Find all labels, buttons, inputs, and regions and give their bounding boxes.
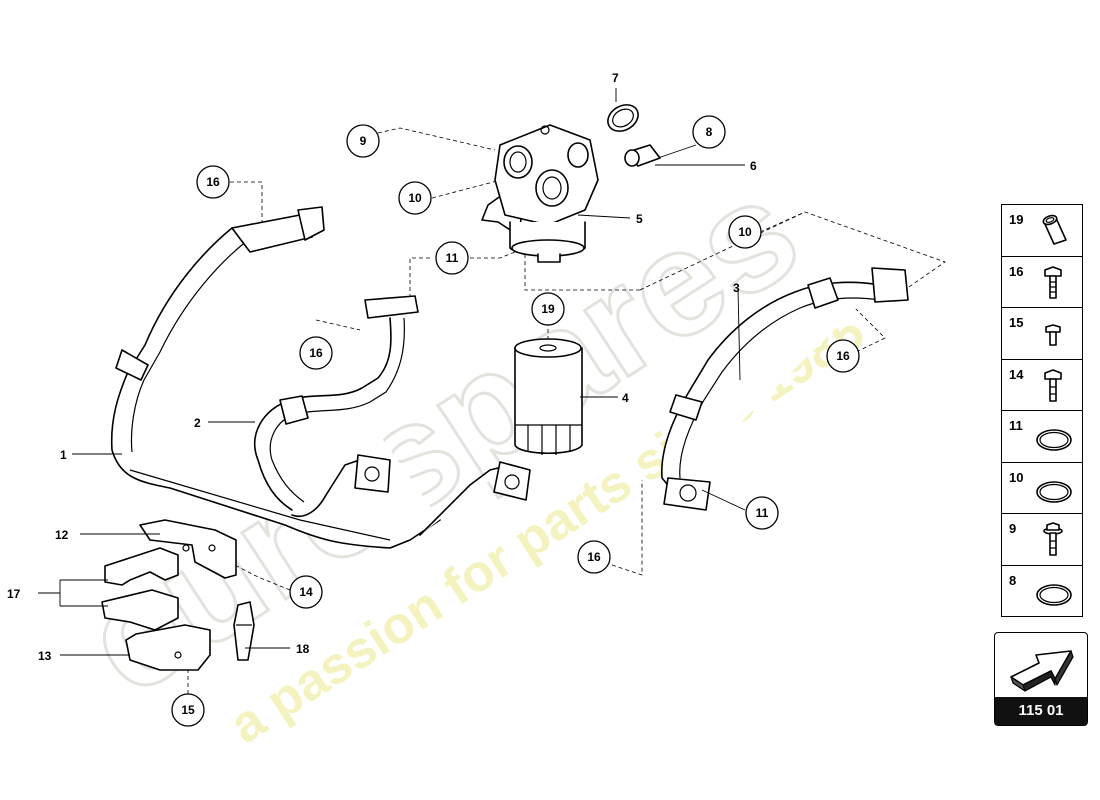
solid-leaders [38,88,746,656]
legend-item-11: 11 [1001,410,1083,462]
gasket-icon [1036,480,1072,503]
legend-item-10: 10 [1001,461,1083,513]
callout-2: 2 [194,416,201,430]
callout-5: 5 [636,212,643,226]
parts-legend: 19 16 15 14 11 [1001,204,1083,617]
short-bolt-icon [1045,324,1061,346]
legend-number: 9 [1009,521,1017,536]
callout-3: 3 [733,281,740,295]
callout-16b: 16 [309,346,323,360]
callout-11b: 11 [756,506,769,520]
callout-9: 9 [360,134,367,148]
filter-housing [481,124,599,263]
legend-number: 14 [1009,366,1024,382]
legend-number: 8 [1009,572,1017,588]
callout-16a: 16 [206,175,220,189]
callout-8: 8 [706,125,713,139]
gasket-icon [1036,429,1072,451]
bolt-icon [1044,265,1062,299]
callout-6: 6 [750,159,757,173]
callout-10b: 10 [738,225,752,239]
legend-item-8: 8 [1001,564,1083,617]
callout-19: 19 [541,302,555,316]
flange-bolt-icon [1043,522,1063,556]
callout-16c: 16 [836,349,850,363]
callout-10a: 10 [408,191,422,205]
page-badge[interactable]: 115 01 [994,632,1088,726]
arrow-icon [1010,650,1074,692]
legend-number: 10 [1009,469,1024,485]
legend-item-15: 15 [1001,307,1083,359]
legend-number: 11 [1009,418,1023,433]
gasket-icon [1036,583,1072,606]
rings [607,104,661,167]
legend-item-9: 9 [1001,513,1083,565]
legend-number: 16 [1009,263,1024,279]
callout-4: 4 [622,391,629,405]
callout-7: 7 [612,71,619,85]
legend-item-19: 19 [1001,204,1083,256]
callout-17: 17 [7,587,21,601]
callouts: 1 2 3 4 5 6 7 12 13 17 18 9 8 16 10 11 1… [7,71,860,727]
bolt-icon [1044,368,1062,402]
callout-18: 18 [296,642,310,656]
callout-15: 15 [181,703,195,717]
callout-12: 12 [55,528,69,542]
sleeve-icon [1042,214,1067,245]
legend-item-16: 16 [1001,255,1083,307]
callout-13: 13 [38,649,52,663]
legend-item-14: 14 [1001,358,1083,410]
page-code: 115 01 [995,697,1087,725]
legend-number: 19 [1009,212,1024,227]
callout-16d: 16 [587,550,601,564]
callout-14: 14 [299,585,313,599]
pipe-2 [254,295,531,536]
brackets [101,519,255,671]
legend-number: 15 [1009,315,1024,330]
pipe-3 [661,267,909,511]
oil-filter [514,338,583,455]
callout-11a: 11 [446,251,459,265]
callout-1: 1 [60,448,67,462]
